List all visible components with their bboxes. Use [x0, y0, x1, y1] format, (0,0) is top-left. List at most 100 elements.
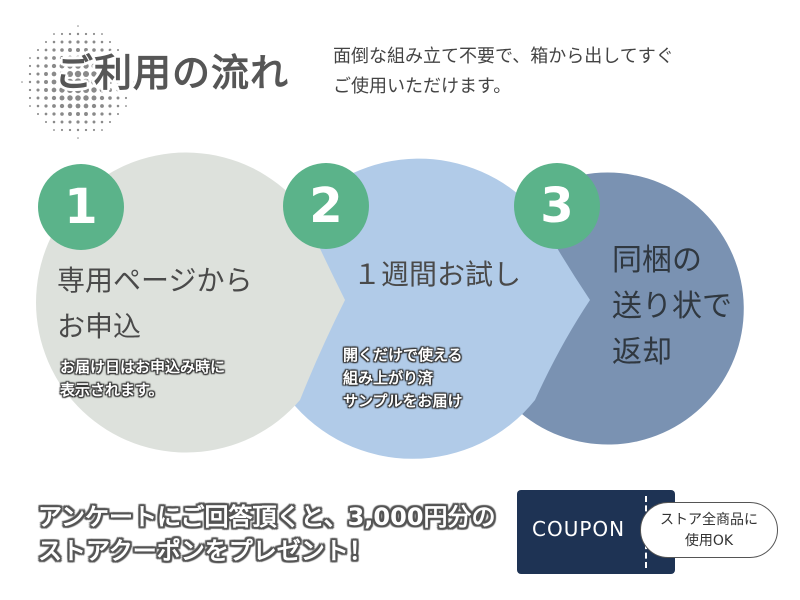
decoration-dot	[74, 70, 82, 78]
decoration-dot	[59, 79, 65, 85]
decoration-dot	[108, 72, 112, 76]
decoration-dot	[84, 128, 88, 132]
decoration-dot	[68, 48, 72, 52]
decoration-dot	[67, 95, 73, 101]
decoration-dot	[116, 104, 120, 108]
decoration-dot	[101, 129, 103, 131]
decoration-dot	[75, 55, 81, 61]
decoration-dot	[51, 79, 57, 85]
step-2-note-line-1: 開くだけで使える	[343, 346, 463, 364]
step-3-title-line-3: 返却	[612, 335, 672, 370]
decoration-dot	[84, 112, 88, 116]
decoration-dot	[83, 63, 89, 69]
step-2-title: １週間お試し	[353, 252, 521, 298]
intro-text: 面倒な組み立て不要で、箱から出してすぐ ご使用いただけます。	[333, 42, 753, 102]
decoration-dot	[76, 32, 80, 36]
decoration-dot	[108, 88, 112, 92]
decoration-dot	[44, 112, 48, 116]
step-2-note: 開くだけで使える 組み上がり済 サンプルをお届け	[343, 344, 463, 413]
decoration-dot	[124, 88, 128, 92]
decoration-dot	[116, 88, 120, 92]
decoration-dot	[52, 56, 56, 60]
step-1-title: 専用ページから お申込	[57, 258, 252, 350]
decoration-dot	[75, 95, 81, 101]
decoration-dot	[75, 63, 81, 69]
decoration-dot	[108, 80, 112, 84]
decoration-dot	[100, 120, 104, 124]
decoration-dot	[82, 78, 90, 86]
decoration-dot	[74, 86, 82, 94]
decoration-dot	[108, 64, 112, 68]
decoration-dot	[44, 120, 48, 124]
decoration-dot	[52, 120, 56, 124]
decoration-dot	[66, 86, 74, 94]
decoration-dot	[99, 79, 105, 85]
decoration-dot	[29, 105, 31, 107]
decoration-dot	[84, 120, 88, 124]
decoration-dot	[28, 96, 32, 100]
decoration-dot	[68, 40, 72, 44]
decoration-dot	[75, 103, 81, 109]
decoration-dot	[53, 129, 55, 131]
bubble-line-1: ストア全商品に	[660, 512, 758, 528]
decoration-dot	[28, 80, 32, 84]
decoration-dot	[91, 71, 97, 77]
decoration-dot	[91, 55, 97, 61]
decoration-dot	[44, 40, 48, 44]
decoration-dot	[99, 95, 105, 101]
decoration-dot	[91, 95, 97, 101]
decoration-dot	[92, 32, 96, 36]
decoration-dot	[91, 103, 97, 109]
step-3-number: 3	[514, 163, 600, 249]
decoration-dot	[74, 78, 82, 86]
decoration-dot	[77, 25, 79, 27]
decoration-dot	[68, 128, 72, 132]
decoration-dot	[60, 128, 64, 132]
decoration-dot	[59, 55, 65, 61]
decoration-dot	[108, 40, 112, 44]
step-3-title-line-1: 同梱の	[612, 243, 702, 278]
step-1-note-line-2: 表示されます。	[60, 381, 164, 399]
decoration-dot	[92, 120, 96, 124]
decoration-dot	[83, 55, 89, 61]
decoration-dot	[52, 112, 56, 116]
decoration-dot	[99, 63, 105, 69]
decoration-dot	[84, 32, 88, 36]
step-2-shape	[290, 158, 590, 459]
decoration-dot	[124, 96, 128, 100]
decoration-dot	[52, 48, 56, 52]
decoration-dot	[51, 71, 57, 77]
decoration-dot	[36, 64, 40, 68]
decoration-dot	[52, 40, 56, 44]
intro-line-1: 面倒な組み立て不要で、箱から出してすぐ	[333, 46, 674, 67]
decoration-dot	[133, 81, 135, 83]
decoration-dot	[100, 48, 104, 52]
decoration-dot	[68, 120, 72, 124]
decoration-dot	[76, 40, 80, 44]
decoration-dot	[59, 87, 65, 93]
decoration-dot	[66, 78, 74, 86]
decoration-dot	[116, 72, 120, 76]
decoration-dot	[44, 96, 48, 100]
decoration-dot	[44, 104, 48, 108]
decoration-dot	[91, 87, 97, 93]
decoration-dot	[59, 71, 65, 77]
decoration-dot	[108, 48, 112, 52]
decoration-dot	[100, 104, 104, 108]
bubble-line-2: 使用OK	[684, 533, 734, 549]
decoration-dot	[82, 70, 90, 78]
decoration-dot	[29, 57, 31, 59]
decoration-dot	[116, 56, 120, 60]
step-2-title-line-1: １週間お試し	[353, 258, 522, 291]
decoration-dot	[116, 112, 120, 116]
step-1-note-line-1: お届け日はお申込み時に	[60, 358, 226, 376]
decoration-dot	[100, 40, 104, 44]
page-title: ご利用の流れ	[55, 51, 290, 95]
decoration-dot	[51, 63, 57, 69]
decoration-dot	[51, 95, 57, 101]
decoration-dot	[28, 64, 32, 68]
decoration-dot	[100, 56, 104, 60]
decoration-dot	[28, 88, 32, 92]
decoration-dot	[83, 103, 89, 109]
decoration-dot	[108, 120, 112, 124]
